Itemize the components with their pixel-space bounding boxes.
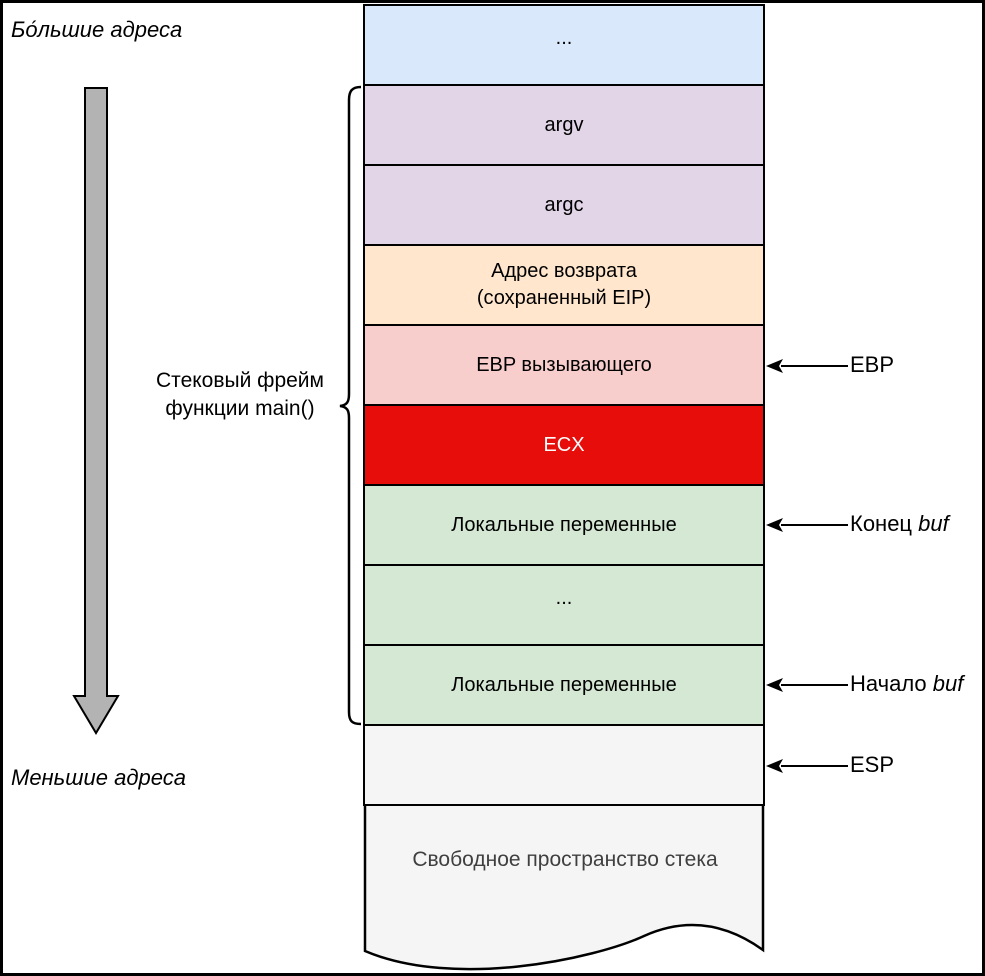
stack-cell-ellipsis-middle: ... [363,564,765,646]
stack-frame-brace [339,85,362,726]
stack-cell-argv: argv [363,84,765,166]
ebp-pointer-label: EBP [850,352,895,377]
ebp-arrowhead-icon [766,359,783,373]
esp-arrowhead-icon [766,759,783,773]
stack-cell-local-vars-end: Локальные переменные [363,484,765,566]
stack-cell-argc: argc [363,164,765,246]
esp-pointer-label: ESP [850,752,895,777]
lower-addresses-label: Меньшие адреса [11,765,186,790]
buf-start-pointer-label: Начало buf [850,671,964,696]
buf-end-pointer-label: Конец buf [850,511,949,536]
stack-frame-label-line2: функции main() [165,397,315,420]
stack-cell-local-vars-start: Локальные переменные [363,644,765,726]
stack-cell-ecx: ECX [363,404,765,486]
free-stack-space-label: Свободное пространство стека [412,848,718,871]
stack-frame-label: Стековый фрейм функции main() [140,367,340,423]
stack-cell-saved-ebp: EBP вызывающего [363,324,765,406]
free-stack-space-shape [363,806,765,971]
buf-end-arrowhead-icon [766,518,783,532]
down-arrow-icon [72,87,120,735]
stack-cell-return-address: Адрес возврата (сохраненный EIP) [363,244,765,326]
buf-start-arrowhead-icon [766,678,783,692]
higher-addresses-label: Бо́льшие адреса [11,17,183,42]
stack-cell-esp-slot [363,724,765,806]
stack-frame-label-line1: Стековый фрейм [156,369,324,392]
stack-column: ... argv argc Адрес возврата (сохраненны… [363,4,765,806]
stack-cell-ellipsis-top: ... [363,4,765,86]
